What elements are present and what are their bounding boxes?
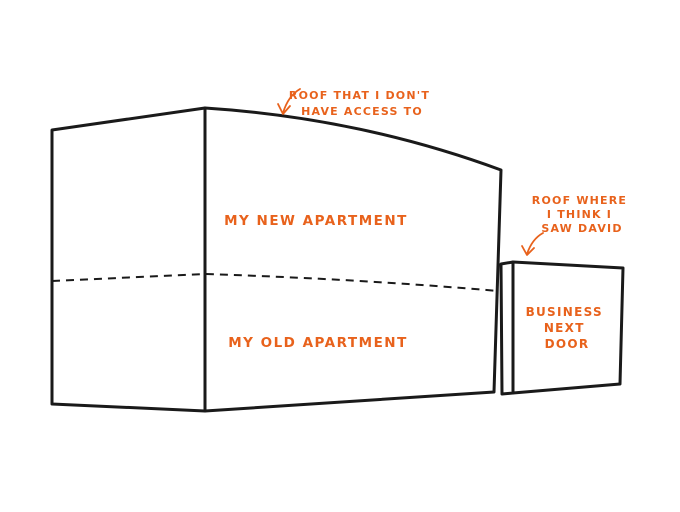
business-line-3: DOOR (545, 337, 590, 351)
roof-saw-david-line-2: I THINK I (547, 208, 612, 221)
roof-arrow-icon (277, 88, 301, 115)
business-line-1: BUSINESS (526, 305, 603, 319)
roof-no-access-line-1: ROOF THAT I DON'T (289, 89, 430, 102)
roof-saw-david-line-3: SAW DAVID (541, 222, 622, 235)
business-label: BUSINESS NEXT DOOR (526, 305, 609, 351)
business-line-2: NEXT (544, 321, 585, 335)
roof-saw-david-line-1: ROOF WHERE (532, 194, 627, 207)
floor-divider-line (51, 272, 499, 292)
building-front-face (203, 106, 503, 413)
new-apartment-label: MY NEW APARTMENT (224, 213, 408, 229)
old-apartment-label: MY OLD APARTMENT (228, 335, 408, 351)
roof-no-access-line-2: HAVE ACCESS TO (301, 105, 423, 118)
business-left-face (499, 260, 515, 396)
business-roof-arrow-icon (521, 232, 544, 256)
roof-no-access-label: ROOF THAT I DON'T HAVE ACCESS TO (289, 89, 435, 118)
building-left-face (50, 106, 207, 413)
roof-saw-david-label: ROOF WHERE I THINK I SAW DAVID (532, 194, 632, 235)
